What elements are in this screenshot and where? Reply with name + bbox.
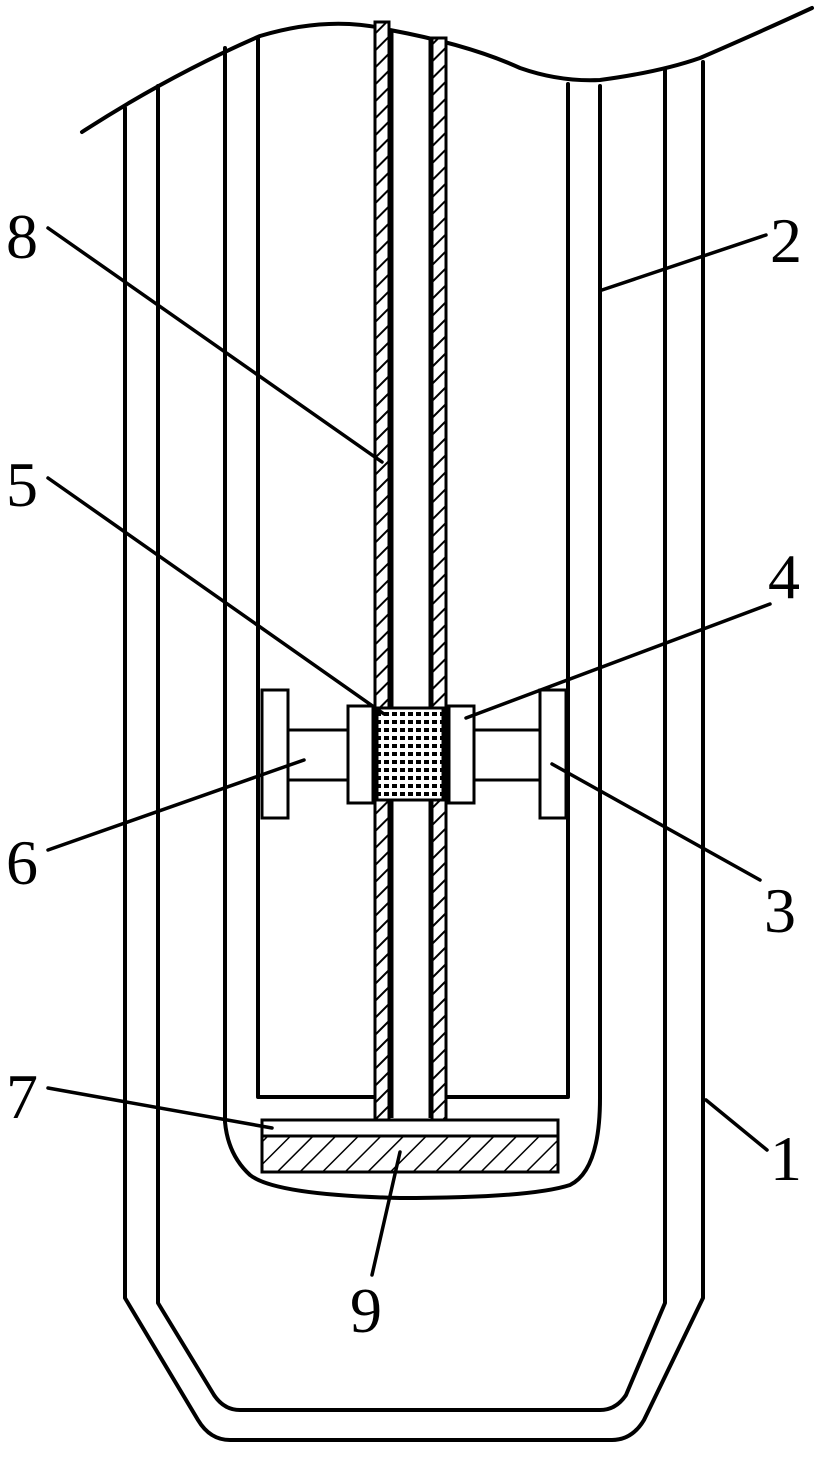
right-outer-pad bbox=[538, 688, 568, 820]
label-5: 5 bbox=[6, 449, 38, 520]
inner-sleeve-inner-wall-right bbox=[443, 82, 570, 1099]
leader-lines bbox=[46, 226, 772, 1277]
threaded-rods bbox=[373, 20, 448, 1122]
leader-4 bbox=[464, 602, 772, 720]
label-8: 8 bbox=[6, 201, 38, 272]
leader-9 bbox=[370, 1150, 402, 1277]
outer-tube-outer-wall bbox=[123, 60, 705, 1442]
label-3: 3 bbox=[764, 875, 796, 946]
inner-sleeve bbox=[223, 36, 602, 1200]
left-shaft bbox=[286, 728, 350, 782]
outer-tube-inner-wall bbox=[156, 68, 667, 1412]
top-plate bbox=[260, 1118, 560, 1138]
hatched-pad bbox=[260, 1134, 560, 1174]
label-1: 1 bbox=[770, 1123, 802, 1194]
leader-6 bbox=[46, 758, 306, 852]
left-inner-block bbox=[346, 704, 375, 805]
label-7: 7 bbox=[6, 1061, 38, 1132]
leader-8 bbox=[46, 226, 384, 464]
leader-7 bbox=[46, 1086, 274, 1130]
left-outer-pad bbox=[260, 688, 290, 820]
right-inner-block bbox=[447, 704, 476, 805]
center-gear-block bbox=[375, 706, 445, 802]
label-4: 4 bbox=[768, 541, 800, 612]
inner-sleeve-inner-wall bbox=[256, 36, 377, 1099]
left-rod bbox=[373, 20, 391, 1122]
leader-5 bbox=[46, 476, 386, 716]
label-6: 6 bbox=[6, 827, 38, 898]
clamp-assembly bbox=[260, 688, 568, 820]
right-rod bbox=[430, 36, 448, 1122]
leader-2 bbox=[600, 233, 768, 292]
label-2: 2 bbox=[770, 205, 802, 276]
label-9: 9 bbox=[350, 1275, 382, 1346]
break-line-top bbox=[80, 6, 814, 134]
part-labels: 1 2 3 4 5 6 7 8 9 bbox=[6, 201, 802, 1346]
inner-sleeve-outer-wall bbox=[223, 46, 602, 1200]
bottom-plate-assembly bbox=[260, 1118, 560, 1174]
leader-3 bbox=[550, 762, 762, 882]
outer-tube bbox=[123, 60, 705, 1442]
right-shaft bbox=[472, 728, 542, 782]
leader-1 bbox=[704, 1098, 769, 1152]
